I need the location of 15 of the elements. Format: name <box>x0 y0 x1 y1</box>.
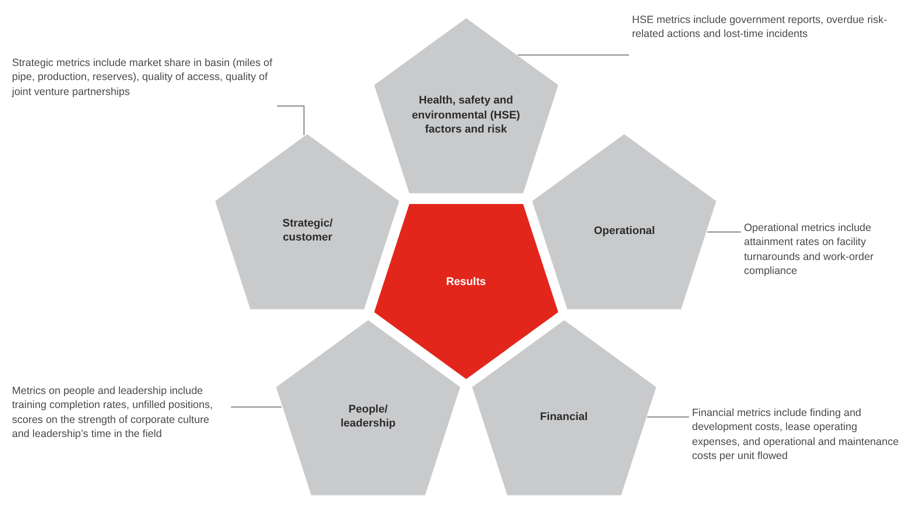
pentagon-label: Operational <box>592 223 656 238</box>
callout-text: Strategic metrics include market share in basin (miles of pipe, production, reserves), quality of access, quality of joint venture partnerships <box>12 56 274 100</box>
leader-line <box>230 406 282 408</box>
leader-line <box>276 106 304 136</box>
pentagon-label: Strategic/ customer <box>282 216 334 245</box>
pentagon-label: Results <box>445 274 487 290</box>
callout-text: Operational metrics include attainment rates on facility turnarounds and work-order compliance <box>744 221 912 279</box>
leader-line <box>646 416 690 418</box>
callout-text: Financial metrics include finding and development costs, lease operating expenses, and operational and maintenance costs per unit flowed <box>692 406 906 464</box>
pentagon-label: Financial <box>539 410 589 424</box>
leader-line <box>517 54 630 56</box>
pentagon-label: People/ leadership <box>340 402 397 432</box>
callout-text: HSE metrics include government reports, overdue risk-related actions and lost-time incidents <box>632 13 894 42</box>
pentagon-label: Health, safety and environmental (HSE) factors and risk <box>410 94 522 137</box>
callout-text: Metrics on people and leadership include training completion rates, unfilled positions, scores on the strength of corporate culture and leadership’s time in the field <box>12 384 228 442</box>
